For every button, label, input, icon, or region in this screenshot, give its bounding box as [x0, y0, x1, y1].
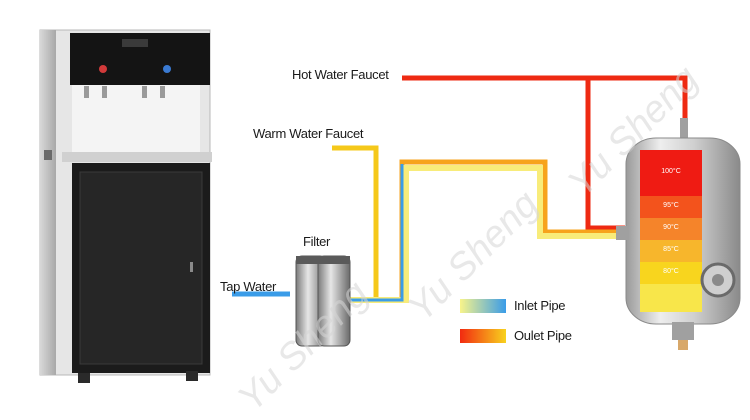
diagram-canvas: Yu Sheng Yu Sheng Yu Sheng Hot Water Fau… [39, 29, 741, 420]
cabinet-handle [190, 262, 193, 272]
cold-button-icon [163, 65, 171, 73]
tank-level-label: 85°C [663, 246, 679, 253]
hot-water-pipe [402, 75, 688, 118]
tank-heater-bolt [712, 274, 724, 286]
tank-bottom-fitting [672, 322, 694, 340]
tap-nozzle-1 [84, 86, 89, 98]
tank-drain-valve [678, 340, 688, 350]
warm-water-faucet-label: Warm Water Faucet [253, 126, 364, 141]
tap-water-label: Tap Water [220, 279, 277, 294]
hot-button-icon [99, 65, 107, 73]
tank-level-band [640, 196, 702, 218]
tank-level-band [640, 262, 702, 284]
water-dispenser [39, 29, 212, 383]
tank-level-band [640, 150, 702, 196]
side-bracket [44, 150, 52, 160]
tank-inlet-fitting [616, 226, 628, 240]
tap-nozzle-4 [160, 86, 165, 98]
diagram-svg [39, 29, 741, 383]
hot-water-faucet-label: Hot Water Faucet [292, 67, 389, 82]
dispenser-display [122, 39, 148, 47]
tank-temperature-levels [640, 150, 702, 312]
legend-inlet-swatch [460, 298, 506, 313]
dispenser-side-panel [40, 30, 56, 375]
tank-level-label: 90°C [663, 224, 679, 231]
cabinet-door-panel [79, 171, 203, 365]
drip-tray [62, 152, 212, 162]
warm-water-pipe [332, 145, 379, 302]
filter-cartridges [295, 255, 351, 347]
tap-nozzle-3 [142, 86, 147, 98]
tank-level-label: 100°C [661, 168, 681, 175]
dispenser-foot-left [78, 373, 90, 383]
legend-outlet: Oulet Pipe [460, 328, 572, 343]
inlet-pipe-blue [350, 164, 404, 302]
tank-level-band [640, 218, 702, 240]
legend-outlet-swatch [460, 328, 506, 343]
tank-level-label: 95°C [663, 202, 679, 209]
legend-inlet-label: Inlet Pipe [514, 298, 566, 313]
tank-level-band-bottom [640, 284, 702, 312]
tank-top-fitting [680, 118, 688, 140]
legend-outlet-label: Oulet Pipe [514, 328, 572, 343]
tap-nozzle-2 [102, 86, 107, 98]
dispenser-foot-right [186, 371, 198, 381]
dispensing-niche [72, 85, 200, 155]
legend-inlet: Inlet Pipe [460, 298, 566, 313]
hot-water-tank [616, 118, 741, 350]
hot-branch-pipe [585, 78, 625, 231]
tank-level-band [640, 240, 702, 262]
tank-level-label: 80°C [663, 268, 679, 275]
filter-label: Filter [303, 234, 331, 249]
filter-cap [296, 256, 350, 264]
